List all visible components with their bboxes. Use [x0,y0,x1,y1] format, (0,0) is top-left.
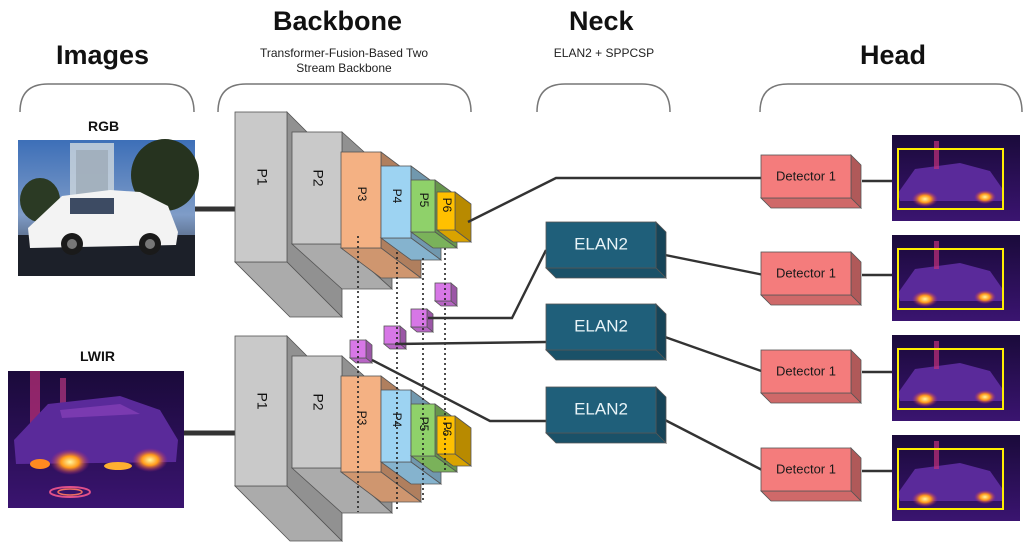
rgb-p5-label: P5 [417,193,431,208]
detector-block-1 [760,154,862,209]
detector-label-4: Detector 1 [776,461,836,476]
detector-block-4 [760,447,862,502]
head-detectors: Detector 1 Detector 1 Detector 1 Detector 1 [760,154,862,502]
lwir-p3-label: P3 [355,411,369,426]
output-image-1 [892,135,1020,221]
neck-subtitle: ELAN2 + SPPCSP [553,46,655,60]
connection-line [371,358,546,423]
section-title-head: Head [860,40,927,70]
connection-line [428,249,548,320]
neck-elan2-block-1 [545,221,667,279]
output-images [892,135,1020,521]
rgb-p4-label: P4 [390,189,404,204]
rgb-p1-label: P1 [254,168,270,185]
lwir-p5-label: P5 [417,417,431,432]
detector-block-2 [760,251,862,306]
fusion-layer [348,282,459,364]
lwir-p4-label: P4 [390,413,404,428]
detection-box [897,448,1004,510]
rgb-label: RGB [88,118,120,134]
connection-line [394,340,547,346]
section-title-neck: Neck [569,6,634,36]
detector-label-3: Detector 1 [776,363,836,378]
neck-elan2-label-1: ELAN2 [574,234,628,253]
lwir-p6-block [435,415,473,467]
lwir-p1-label: P1 [254,392,270,409]
connection-line [664,335,765,374]
lwir-image [8,371,184,508]
output-image-4 [892,435,1020,521]
lwir-label: LWIR [80,348,115,364]
backbone-subtitle-line2: Stream Backbone [296,61,392,75]
neck-elan2-label-3: ELAN2 [574,399,628,418]
detection-box [897,148,1004,210]
rgb-p2-label: P2 [310,169,326,186]
bracket-images [19,83,195,113]
bracket-neck [536,83,671,113]
rgb-p6-block [435,191,473,243]
fusion-cube [348,339,374,364]
detector-block-3 [760,349,862,404]
lwir-p2-label: P2 [310,393,326,410]
output-image-3 [892,335,1020,421]
section-title-backbone: Backbone [273,6,403,36]
detector-label-1: Detector 1 [776,168,836,183]
rgb-image [18,139,199,276]
output-image-2 [892,235,1020,321]
neck-elan2-block-2 [545,303,667,361]
fusion-cube [433,282,459,307]
connection-line [664,418,765,473]
fusion-cube [409,308,435,333]
neck-elan2-label-2: ELAN2 [574,316,628,335]
neck-elan2-block-3 [545,386,667,444]
backbone-subtitle-line1: Transformer-Fusion-Based Two [259,46,429,60]
detector-label-2: Detector 1 [776,265,836,280]
rgb-p6-label: P6 [440,198,454,213]
section-brackets [19,83,1023,113]
bracket-head [759,83,1023,113]
connection-line [664,253,765,277]
fusion-cube [382,325,408,350]
rgb-p3-label: P3 [355,187,369,202]
bracket-backbone [217,83,472,113]
connection-line [467,176,764,224]
lwir-p6-label: P6 [440,422,454,437]
backbone-subtitle: Transformer-Fusion-Based Two Stream Back… [228,46,460,76]
section-title-images: Images [56,40,150,70]
input-connectors [184,206,236,436]
connection-lines [357,176,892,512]
detection-box [897,348,1004,410]
detection-box [897,248,1004,310]
